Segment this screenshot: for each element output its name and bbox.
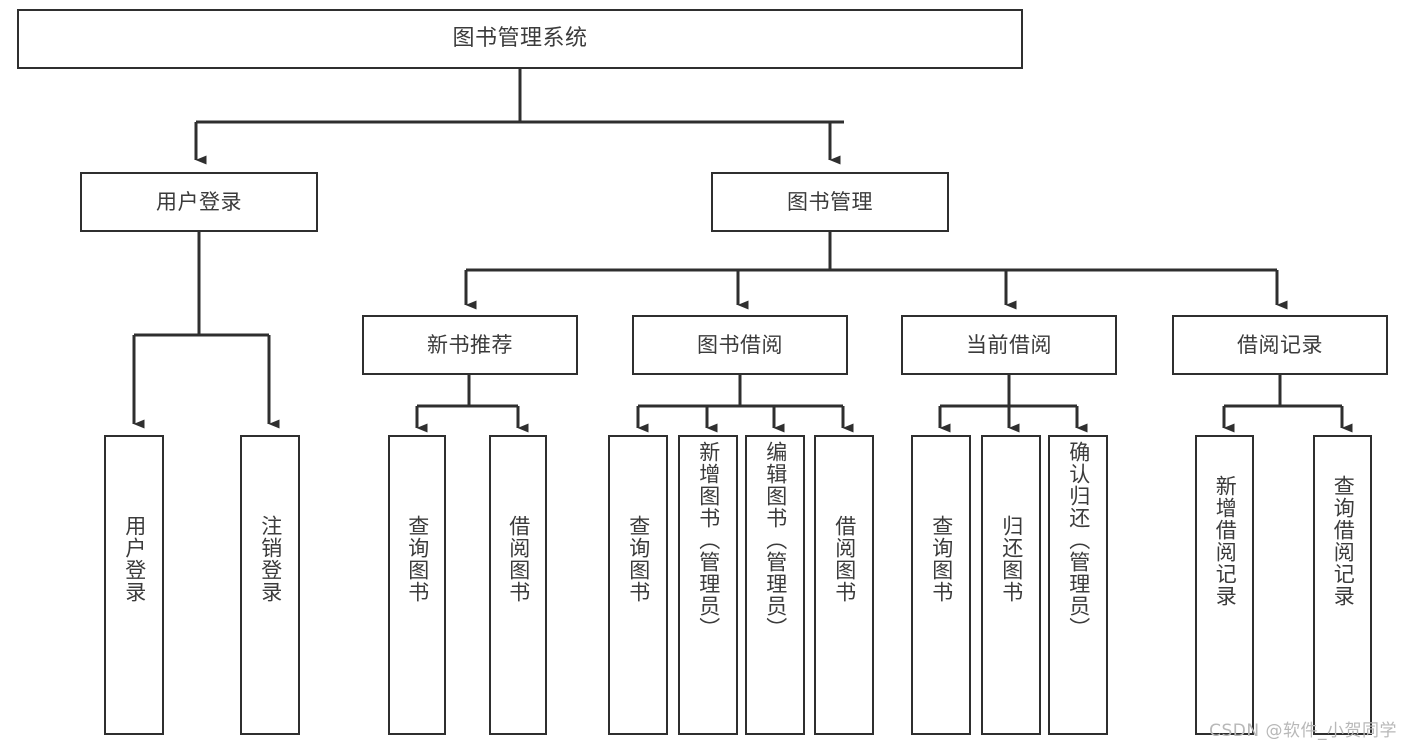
- node-label: 用户登录: [156, 189, 242, 214]
- node-label: 图书管理系统: [452, 26, 588, 52]
- node-leaf-query-record[interactable]: 查询借阅记录: [1313, 435, 1372, 735]
- node-leaf-add-record[interactable]: 新增借阅记录: [1195, 435, 1254, 735]
- node-label: 查询图书: [929, 515, 954, 603]
- node-label: 归还图书: [999, 515, 1024, 603]
- node-leaf-borrow-book-1[interactable]: 借阅图书: [489, 435, 547, 735]
- node-label: 借阅图书: [832, 515, 857, 603]
- node-label: 新增图书（管理员）: [696, 441, 721, 639]
- node-new-book-recommend[interactable]: 新书推荐: [362, 315, 578, 375]
- node-leaf-query-book-3[interactable]: 查询图书: [911, 435, 971, 735]
- node-leaf-query-book-2[interactable]: 查询图书: [608, 435, 668, 735]
- watermark-text: CSDN @软件_小贺同学: [1209, 721, 1397, 741]
- node-borrow-record[interactable]: 借阅记录: [1172, 315, 1388, 375]
- node-book-borrow[interactable]: 图书借阅: [632, 315, 848, 375]
- node-book-manage[interactable]: 图书管理: [711, 172, 949, 232]
- node-leaf-logout[interactable]: 注销登录: [240, 435, 300, 735]
- node-label: 用户登录: [122, 515, 147, 603]
- node-label: 确认归还（管理员）: [1066, 441, 1091, 639]
- node-label: 编辑图书（管理员）: [763, 441, 788, 639]
- node-leaf-confirm-return[interactable]: 确认归还（管理员）: [1048, 435, 1108, 735]
- node-label: 查询图书: [626, 515, 651, 603]
- node-leaf-add-book[interactable]: 新增图书（管理员）: [678, 435, 738, 735]
- node-current-borrow[interactable]: 当前借阅: [901, 315, 1117, 375]
- node-label: 新增借阅记录: [1213, 475, 1238, 607]
- node-user-login[interactable]: 用户登录: [80, 172, 318, 232]
- node-leaf-borrow-book-2[interactable]: 借阅图书: [814, 435, 874, 735]
- node-label: 新书推荐: [427, 332, 513, 357]
- node-label: 当前借阅: [966, 332, 1052, 357]
- node-label: 图书管理: [787, 189, 873, 214]
- node-leaf-query-book-1[interactable]: 查询图书: [388, 435, 446, 735]
- node-leaf-return-book[interactable]: 归还图书: [981, 435, 1041, 735]
- node-leaf-user-login[interactable]: 用户登录: [104, 435, 164, 735]
- node-label: 图书借阅: [697, 332, 783, 357]
- node-label: 注销登录: [258, 515, 283, 603]
- node-label: 查询借阅记录: [1331, 475, 1356, 607]
- node-leaf-edit-book[interactable]: 编辑图书（管理员）: [745, 435, 805, 735]
- node-label: 借阅图书: [506, 515, 531, 603]
- node-label: 借阅记录: [1237, 332, 1323, 357]
- node-label: 查询图书: [405, 515, 430, 603]
- node-root-system[interactable]: 图书管理系统: [17, 9, 1023, 69]
